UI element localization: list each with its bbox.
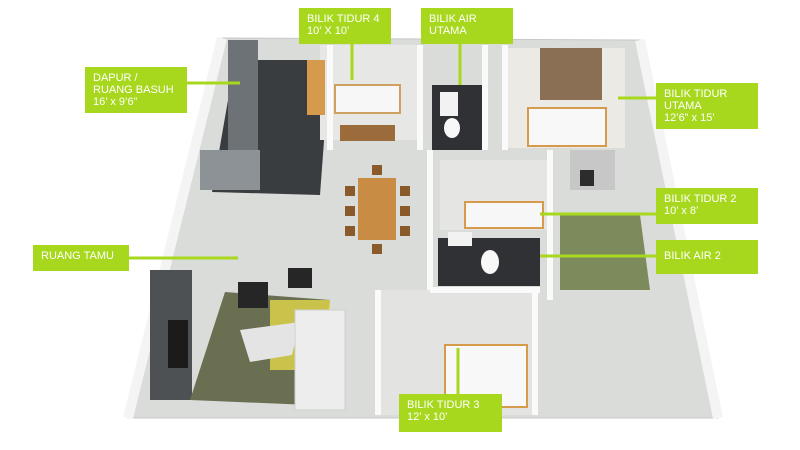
- label-dapur: DAPUR / RUANG BASUH 16’ x 9’6”: [85, 67, 187, 113]
- kitchen-counter: [228, 40, 258, 160]
- label-name: BILIK TIDUR 2: [664, 193, 737, 205]
- label-line1: BILIK AIR: [429, 13, 477, 25]
- label-name: BILIK TIDUR 3: [407, 399, 480, 411]
- label-size: 10’ x 8’: [664, 205, 699, 217]
- bathroom-2-sink: [448, 232, 472, 246]
- label-bilik-tidur-3: BILIK TIDUR 3 12’ x 10’: [399, 394, 502, 432]
- label-size: 16’ x 9’6”: [93, 96, 138, 108]
- label-name: BILIK TIDUR 4: [307, 13, 380, 25]
- tv-screen: [168, 320, 188, 368]
- outer-wall-left: [123, 36, 227, 420]
- label-line2: UTAMA: [429, 25, 467, 37]
- sofa: [294, 309, 346, 411]
- label-line1: BILIK TIDUR: [664, 88, 728, 100]
- label-line2: RUANG BASUH: [93, 84, 174, 96]
- study-chair: [580, 170, 594, 186]
- label-bilik-air-utama: BILIK AIR UTAMA: [421, 8, 513, 44]
- master-wardrobe: [540, 48, 602, 100]
- bedroom-2-bed: [464, 201, 544, 229]
- master-bath-toilet: [444, 118, 460, 138]
- bathroom-2-toilet: [481, 250, 499, 274]
- coffee-table: [240, 322, 300, 362]
- outer-wall-right: [635, 38, 723, 420]
- master-bed: [527, 107, 607, 147]
- label-size: 12’6” x 15’: [664, 112, 715, 124]
- label-ruang-tamu: RUANG TAMU: [33, 245, 129, 271]
- label-bilik-tidur-2: BILIK TIDUR 2 10’ x 8’: [656, 188, 758, 224]
- bedroom-4-wardrobe: [307, 60, 325, 115]
- label-size: 12’ x 10’: [407, 411, 448, 423]
- label-name: RUANG TAMU: [41, 250, 114, 262]
- bedroom-4-desk: [340, 125, 395, 141]
- label-bilik-tidur-4: BILIK TIDUR 4 10’ X 10’: [299, 8, 391, 44]
- label-bilik-air-2: BILIK AIR 2: [656, 240, 758, 274]
- label-size: 10’ X 10’: [307, 25, 350, 37]
- label-name: BILIK AIR 2: [664, 250, 721, 262]
- kitchen-cabinet: [200, 150, 260, 190]
- dining-chairs: [345, 165, 410, 254]
- balcony-floor: [560, 215, 650, 290]
- label-bilik-tidur-utama: BILIK TIDUR UTAMA 12’6” x 15’: [656, 83, 758, 129]
- armchair: [238, 282, 268, 308]
- dining-table: [358, 178, 396, 240]
- master-bath-fixture: [440, 92, 458, 116]
- bedroom-4-bed: [334, 84, 401, 114]
- label-line1: DAPUR /: [93, 72, 138, 84]
- side-chair: [288, 268, 312, 288]
- internal-walls: [327, 45, 553, 415]
- label-line2: UTAMA: [664, 100, 702, 112]
- leader-lines: [128, 42, 660, 396]
